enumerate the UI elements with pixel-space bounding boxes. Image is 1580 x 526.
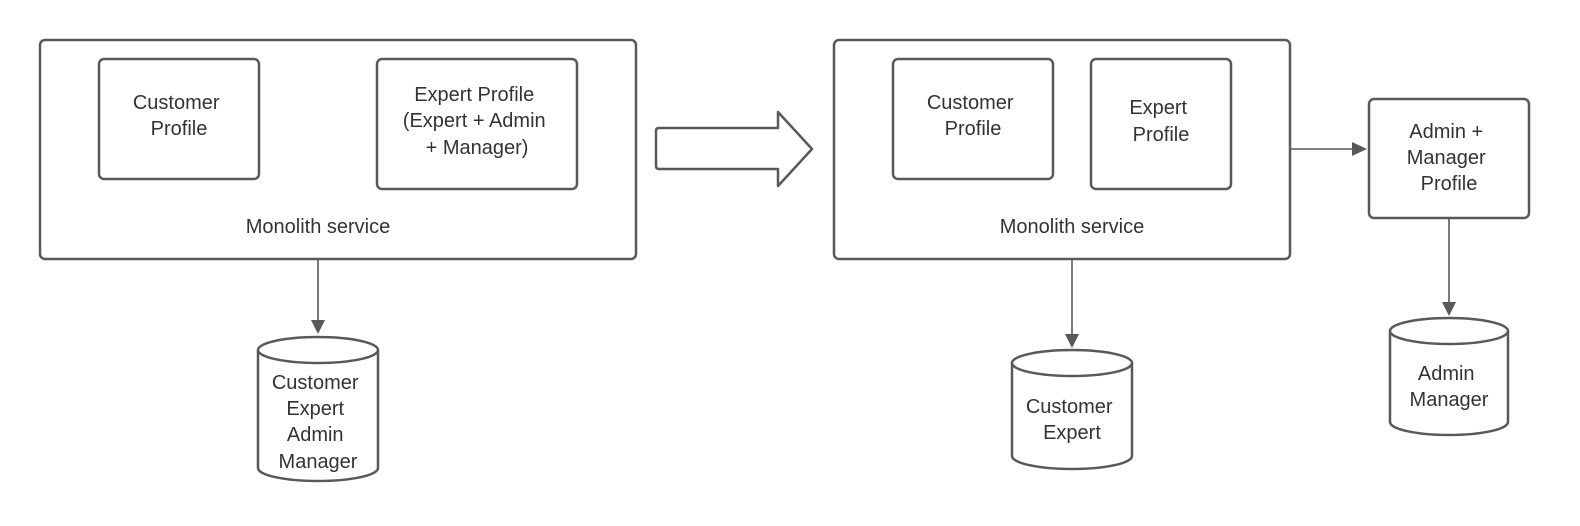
expert-profile-before: Expert Profile (Expert + Admin + Manager…	[375, 57, 579, 191]
svg-text:Admin Manager: Admin Manager	[1410, 363, 1489, 411]
database-before-line-2: Expert	[286, 398, 344, 420]
expert-profile-before-line-1: Expert Profile	[414, 84, 534, 106]
admin-manager-profile: Admin + Manager Profile	[1367, 97, 1531, 220]
svg-text:Expert Profile (Expert +: Expert Profile (Expert + Admin + Manager…	[403, 84, 551, 159]
expert-profile-before-line-3: + Manager)	[426, 137, 529, 159]
customer-profile-after: Customer Profile	[891, 57, 1055, 181]
svg-text:Customer Expert Ad: Customer Expert Admin Manager	[272, 372, 364, 473]
transition-arrow	[654, 110, 814, 188]
monolith-service-after-label: Monolith service	[1000, 216, 1145, 238]
database-after-line-2: Expert	[1043, 422, 1101, 444]
svg-text:Admin + Manager Pr: Admin + Manager Profile	[1407, 121, 1492, 195]
customer-profile-before-line-1: Customer	[133, 92, 220, 114]
database-admin-manager: Admin Manager	[1388, 316, 1510, 437]
expert-profile-before-line-2: (Expert + Admin	[403, 110, 546, 132]
expert-profile-after-line-2: Profile	[1133, 124, 1190, 146]
database-before-line-4: Manager	[279, 451, 358, 473]
database-before-line-3: Admin	[287, 424, 344, 446]
connector-monolith-to-admin-manager-profile	[1290, 142, 1367, 156]
svg-text:Customer Profile: Customer Profile	[927, 92, 1019, 140]
database-admin-manager-line-1: Admin	[1418, 363, 1475, 385]
connector-monolith-to-db-before	[311, 259, 325, 334]
svg-text:Customer Expert: Customer Expert	[1026, 396, 1118, 444]
database-after: Customer Expert	[1010, 348, 1134, 471]
admin-manager-profile-line-2: Manager	[1407, 147, 1486, 169]
admin-manager-profile-line-1: Admin +	[1409, 121, 1483, 143]
database-admin-manager-line-2: Manager	[1410, 389, 1489, 411]
admin-manager-profile-line-3: Profile	[1421, 173, 1478, 195]
connector-admin-manager-profile-to-db	[1442, 218, 1456, 316]
customer-profile-after-line-2: Profile	[945, 118, 1002, 140]
monolith-service-before-label: Monolith service	[246, 216, 391, 238]
database-before: Customer Expert Admin Manager	[256, 335, 380, 483]
connector-monolith-to-db-after	[1065, 259, 1079, 348]
customer-profile-after-line-1: Customer	[927, 92, 1014, 114]
svg-text:Customer Profile: Customer Profile	[133, 92, 225, 140]
customer-profile-before-line-2: Profile	[151, 118, 208, 140]
database-before-line-1: Customer	[272, 372, 359, 394]
expert-profile-after-line-1: Expert	[1129, 97, 1187, 119]
customer-profile-before: Customer Profile	[97, 57, 261, 181]
database-after-line-1: Customer	[1026, 396, 1113, 418]
expert-profile-after: Expert Profile	[1089, 57, 1233, 191]
svg-text:Expert Profile: Expert Profile	[1129, 97, 1192, 146]
